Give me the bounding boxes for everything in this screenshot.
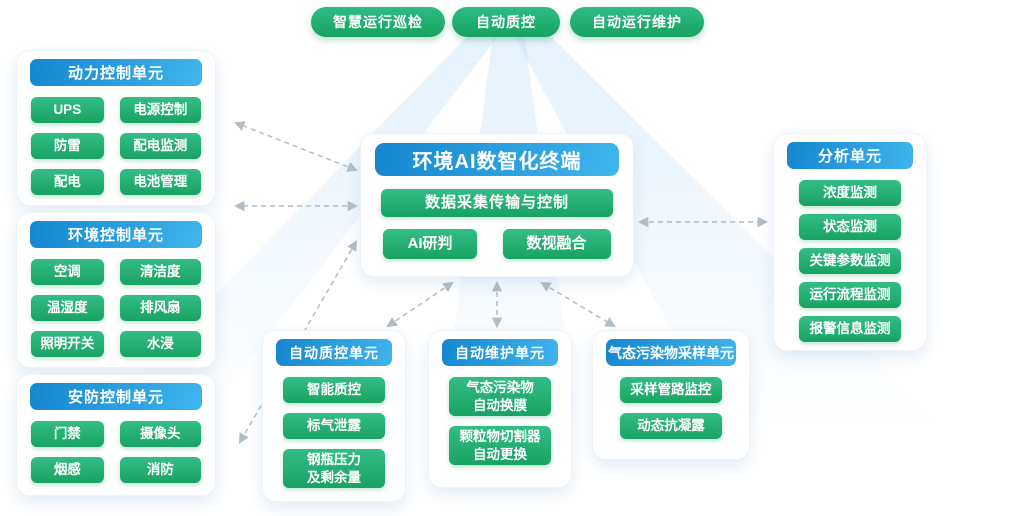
unit-power-distribution: 配电 [31,169,104,195]
unit-power-supply-control: 电源控制 [119,97,201,123]
unit-gas-pollutant-auto-membrane-change: 气态污染物 自动换膜 [449,377,551,417]
unit-smoke-sensor: 烟感 [31,457,104,483]
pill-smart-inspection: 智慧运行巡检 [311,7,445,37]
unit-ai-analysis: AI研判 [383,229,477,259]
panel-analysis: 分析单元 浓度监测 状态监测 关键参数监测 运行流程监测 报警信息监测 [773,133,927,351]
unit-concentration-monitoring: 浓度监测 [799,180,901,206]
panel-auto-qc-title: 自动质控单元 [276,339,392,366]
panel-ai-terminal-row: AI研判 数视融合 [361,229,633,259]
panel-power-control-items: UPS 电源控制 防雷 配电监测 配电 电池管理 [17,97,215,195]
panel-auto-qc-items: 智能质控 标气泄露 钢瓶压力 及剩余量 [263,377,405,489]
unit-cleanliness: 清洁度 [119,259,201,285]
unit-battery-management: 电池管理 [119,169,201,195]
arrow-terminal-to-power [234,121,358,172]
panel-auto-maintenance-items: 气态污染物 自动换膜 颗粒物切割器 自动更换 [429,377,571,466]
panel-environment-control-items: 空调 清洁度 温湿度 排风扇 照明开关 水浸 [17,259,215,357]
unit-alarm-info-monitoring: 报警信息监测 [799,316,901,342]
panel-environment-control-title: 环境控制单元 [30,221,202,248]
panel-auto-maintenance-title: 自动维护单元 [442,339,558,366]
unit-lighting-switch: 照明开关 [31,331,104,357]
unit-exhaust-fan: 排风扇 [119,295,201,321]
unit-key-parameter-monitoring: 关键参数监测 [799,248,901,274]
unit-distribution-monitoring: 配电监测 [119,133,201,159]
panel-power-control: 动力控制单元 UPS 电源控制 防雷 配电监测 配电 电池管理 [16,50,216,206]
arrow-terminal-to-auto-qc [386,281,454,328]
panel-analysis-title: 分析单元 [787,142,913,169]
panel-power-control-title: 动力控制单元 [30,59,202,86]
pill-auto-qc: 自动质控 [452,7,560,37]
unit-cylinder-pressure-remaining: 钢瓶压力 及剩余量 [283,449,385,489]
panel-security-control: 安防控制单元 门禁 摄像头 烟感 消防 [16,374,216,496]
unit-air-conditioning: 空调 [31,259,104,285]
unit-temperature-humidity: 温湿度 [31,295,104,321]
panel-gas-sampling: 气态污染物采样单元 采样管路监控 动态抗凝露 [592,330,750,460]
panel-gas-sampling-title: 气态污染物采样单元 [606,339,736,366]
unit-sampling-line-monitoring: 采样管路监控 [620,377,722,403]
unit-water-leak: 水浸 [119,331,201,357]
panel-security-control-items: 门禁 摄像头 烟感 消防 [17,421,215,483]
unit-standard-gas-leak: 标气泄露 [283,413,385,439]
arrow-terminal-to-gas-sampling [540,281,616,328]
panel-auto-maintenance: 自动维护单元 气态污染物 自动换膜 颗粒物切割器 自动更换 [428,330,572,488]
unit-access-control: 门禁 [31,421,104,447]
unit-fire-protection: 消防 [119,457,201,483]
unit-operation-flow-monitoring: 运行流程监测 [799,282,901,308]
panel-security-control-title: 安防控制单元 [30,383,202,410]
unit-intelligent-qc: 智能质控 [283,377,385,403]
panel-ai-terminal: 环境AI数智化终端 数据采集传输与控制 AI研判 数视融合 [360,133,634,277]
unit-data-acquisition-transmission-control: 数据采集传输与控制 [381,189,613,217]
panel-auto-qc: 自动质控单元 智能质控 标气泄露 钢瓶压力 及剩余量 [262,330,406,502]
unit-status-monitoring: 状态监测 [799,214,901,240]
unit-dynamic-anti-condensation: 动态抗凝露 [620,413,722,439]
panel-environment-control: 环境控制单元 空调 清洁度 温湿度 排风扇 照明开关 水浸 [16,212,216,368]
unit-camera: 摄像头 [119,421,201,447]
unit-data-video-fusion: 数视融合 [502,229,611,259]
unit-lightning-protection: 防雷 [31,133,104,159]
panel-ai-terminal-title: 环境AI数智化终端 [375,143,619,176]
unit-ups: UPS [31,97,104,123]
panel-analysis-items: 浓度监测 状态监测 关键参数监测 运行流程监测 报警信息监测 [774,180,926,342]
panel-gas-sampling-items: 采样管路监控 动态抗凝露 [593,377,749,439]
pill-auto-maintenance: 自动运行维护 [570,7,704,37]
unit-particulate-cutter-auto-replacement: 颗粒物切割器 自动更换 [449,426,551,466]
